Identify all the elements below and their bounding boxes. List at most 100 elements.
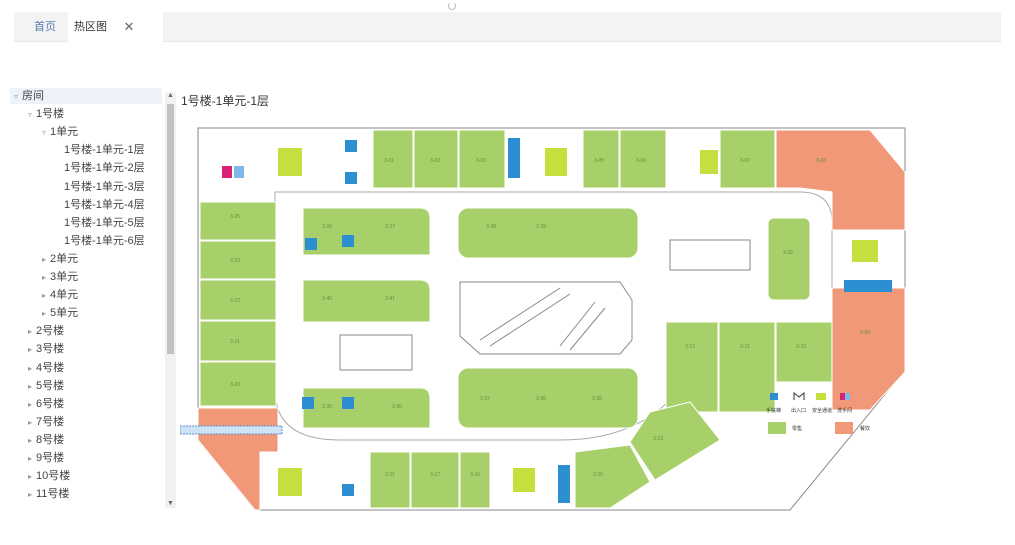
caret-right-icon[interactable]: ▸ (27, 345, 32, 355)
scrollbar-thumb[interactable] (167, 104, 174, 354)
tab-home[interactable]: 首页 (34, 21, 56, 33)
escalator-line (479, 287, 561, 341)
tree-item[interactable]: ▸ 3单元 (38, 269, 78, 285)
unit-3-26-3-27[interactable] (302, 207, 431, 256)
caret-right-icon[interactable]: ▸ (41, 291, 46, 301)
unit-3-21[interactable] (199, 320, 277, 362)
tree-item-label: 9号楼 (36, 452, 65, 464)
stair-block (852, 240, 878, 262)
unit-3-11-bottom[interactable] (369, 451, 411, 509)
caret-right-icon[interactable]: ▸ (27, 381, 32, 391)
tree-item[interactable]: ▸ 8号楼 (24, 432, 64, 448)
caret-right-icon[interactable]: ▸ (41, 309, 46, 319)
selection-box[interactable] (180, 425, 283, 435)
caret-right-icon[interactable]: ▸ (27, 454, 32, 463)
unit-label: 3-30 (392, 404, 402, 410)
unit-label: 3-01 (384, 158, 394, 164)
tree-item-label: 5号楼 (36, 379, 65, 392)
unit-3-38-3-36[interactable] (457, 207, 639, 259)
loading-indicator (448, 2, 456, 10)
unit-3-02[interactable] (413, 129, 459, 189)
tree-item[interactable]: ▸7号楼 (24, 414, 64, 430)
tree-scrollbar[interactable]: ▲ ▼ (165, 92, 176, 508)
unit-3-16[interactable] (459, 451, 491, 509)
unit-3-06[interactable] (619, 129, 667, 189)
tree-item[interactable]: ▸4单元 (38, 287, 78, 303)
escalator-top-right (669, 239, 751, 271)
tree-item[interactable]: ▸2号楼 (24, 323, 64, 339)
caret-right-icon[interactable]: ▸ (27, 490, 32, 500)
tree-item[interactable]: 1号楼-1单元-2层 (52, 160, 145, 176)
tree-item[interactable]: ▸ 5单元 (38, 305, 78, 321)
caret-right-icon[interactable]: ▸ (27, 399, 32, 409)
unit-3-15[interactable] (574, 444, 651, 509)
unit-3-11[interactable] (718, 321, 776, 413)
close-icon[interactable]: ✕ (123, 19, 135, 34)
escalator-line (489, 293, 571, 347)
tree-item-label: 5单元 (50, 307, 79, 320)
tree-item-label: 8号楼 (36, 433, 65, 446)
unit-label: 3-03 (476, 158, 486, 164)
unit-label: 3-41 (385, 296, 395, 302)
tree-item[interactable]: ▸6号楼 (24, 396, 64, 412)
tree-root[interactable]: ▿房间 (10, 88, 162, 104)
unit-label: 3-26 (322, 224, 332, 230)
unit-3-05[interactable] (582, 129, 620, 189)
caret-right-icon[interactable]: ▸ (27, 435, 32, 445)
tree-item-label: 3号楼 (36, 343, 65, 356)
caret-right-icon[interactable]: ▸ (27, 363, 32, 373)
tree-item[interactable]: 1号楼-1单元-5层 (52, 215, 145, 231)
unit-3-07[interactable] (719, 129, 776, 189)
unit-3-09[interactable] (831, 287, 906, 411)
unit-3-08[interactable] (775, 129, 906, 231)
caret-right-icon[interactable]: ▸ (41, 273, 46, 282)
unit-label: 3-12 (685, 344, 695, 350)
legend-stair: 安全通道 (812, 407, 832, 414)
tree-item[interactable]: 1号楼-1单元-3层 (52, 179, 145, 195)
unit-3-32[interactable] (767, 217, 811, 301)
caret-down-icon[interactable]: ▿ (27, 110, 32, 120)
unit-3-10[interactable] (775, 321, 833, 383)
tree-item[interactable]: ▸ 3号楼 (24, 341, 64, 357)
unit-3-20[interactable] (199, 361, 277, 407)
unit-3-12[interactable] (665, 321, 719, 413)
caret-down-icon[interactable]: ▿ (41, 128, 46, 138)
unit-3-30[interactable] (302, 387, 431, 429)
unit-label: 3-32 (783, 250, 793, 256)
caret-right-icon[interactable]: ▸ (27, 417, 32, 427)
tree-item[interactable]: ▸ 5号楼 (24, 378, 64, 394)
caret-right-icon[interactable]: ▸ (41, 254, 46, 264)
tree-item[interactable]: 1号楼-1单元-1层 (52, 142, 145, 158)
tree-item[interactable]: ▿1单元 (38, 124, 78, 140)
unit-3-23[interactable] (199, 240, 277, 280)
tree-item[interactable]: 1号楼-1单元-6层 (52, 233, 145, 249)
legend-retail-swatch (768, 422, 786, 434)
unit-3-40-3-41[interactable] (302, 279, 431, 323)
map-title: 1号楼-1单元-1层 (181, 94, 270, 108)
tree-item[interactable]: ▸ 9号楼 (24, 450, 64, 466)
legend-restroom-swatch (840, 393, 845, 400)
unit-3-25[interactable] (199, 201, 277, 241)
scroll-up-icon[interactable]: ▲ (167, 92, 174, 99)
unit-3-01[interactable] (372, 129, 414, 189)
tree-item[interactable]: 1号楼-1单元-4层 (52, 197, 145, 213)
unit-3-03[interactable] (458, 129, 506, 189)
unit-3-22[interactable] (199, 279, 277, 321)
tree-item[interactable]: ▿1号楼 (24, 106, 64, 122)
tab-heatmap[interactable]: 热区图 ✕ (68, 12, 163, 42)
room-tree: ▿房间 ▿1号楼 ▿1单元 1号楼-1单元-1层 1号楼-1单元-2层 1号楼-1单元-… (10, 88, 180, 508)
tree-item-label: 3单元 (50, 271, 79, 283)
tree-item[interactable]: ▸11号楼 (24, 486, 69, 502)
tree-item[interactable]: ▸4号楼 (24, 360, 64, 376)
unit-label: 3-11 (385, 472, 395, 478)
tree-item[interactable]: ▸10号楼 (24, 468, 70, 484)
unit-3-37-3-35[interactable] (457, 367, 639, 429)
caret-right-icon[interactable]: ▸ (27, 472, 32, 482)
caret-right-icon[interactable]: ▸ (27, 327, 32, 337)
unit-3-17[interactable] (410, 451, 460, 509)
scroll-down-icon[interactable]: ▼ (167, 500, 174, 507)
unit-3-13[interactable] (629, 401, 721, 481)
elevator-icon (342, 484, 354, 496)
caret-down-icon[interactable]: ▿ (13, 92, 18, 101)
tree-item[interactable]: ▸2单元 (38, 251, 78, 267)
